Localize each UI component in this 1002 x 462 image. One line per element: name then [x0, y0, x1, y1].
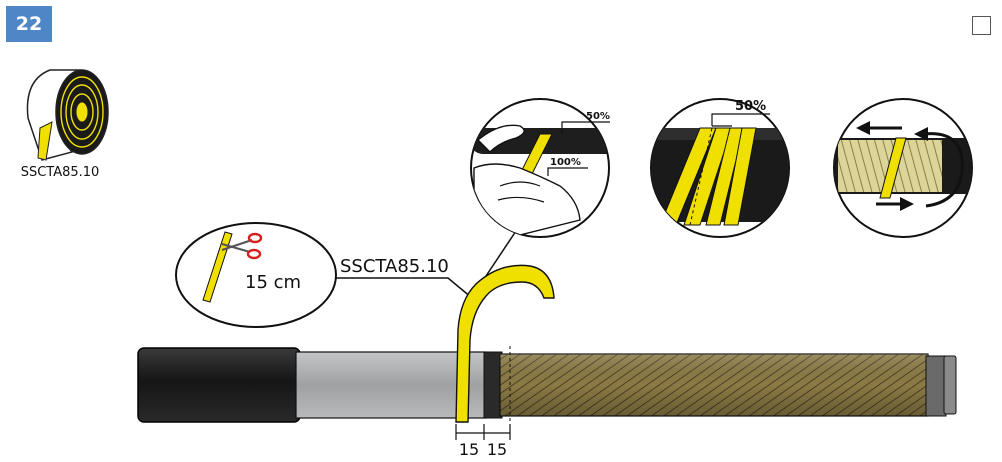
- scissors-icon: [221, 232, 263, 260]
- overlap-50-label: 50%: [586, 111, 610, 122]
- product-code-label: SSCTA85.10: [21, 165, 100, 180]
- outer-jacket: [137, 347, 301, 423]
- dimension-marks: [455, 424, 511, 440]
- arrow-left-icon: [856, 121, 902, 135]
- callout-label: SSCTA85.10: [340, 256, 449, 277]
- tape-roll-icon: [26, 69, 109, 161]
- step-number-badge: 22: [6, 6, 52, 42]
- overlap-100-label: 100%: [550, 157, 581, 168]
- cut-length-bubble: [175, 222, 337, 328]
- step-number: 22: [15, 13, 43, 35]
- overlap-detail-circle: [470, 98, 610, 238]
- rotation-arrow-icon: [914, 127, 964, 208]
- cut-length-text: 15 cm: [245, 272, 301, 293]
- wrap-50-label: 50%: [735, 99, 766, 114]
- wrap-direction-detail-circle: [833, 98, 973, 238]
- step-done-checkbox[interactable]: [972, 16, 991, 35]
- wrap-overlap-detail-circle: [650, 98, 790, 238]
- dimension-right-label: 15: [487, 440, 507, 459]
- arrow-right-icon: [876, 197, 914, 211]
- yellow-tape-strip: [455, 264, 555, 423]
- end-cap: [925, 355, 947, 417]
- dimension-left-label: 15: [459, 440, 479, 459]
- callout-leader: [335, 277, 473, 299]
- tape-edge: [483, 351, 503, 419]
- metal-sheath: [295, 351, 487, 419]
- cable-assembly: [137, 346, 957, 424]
